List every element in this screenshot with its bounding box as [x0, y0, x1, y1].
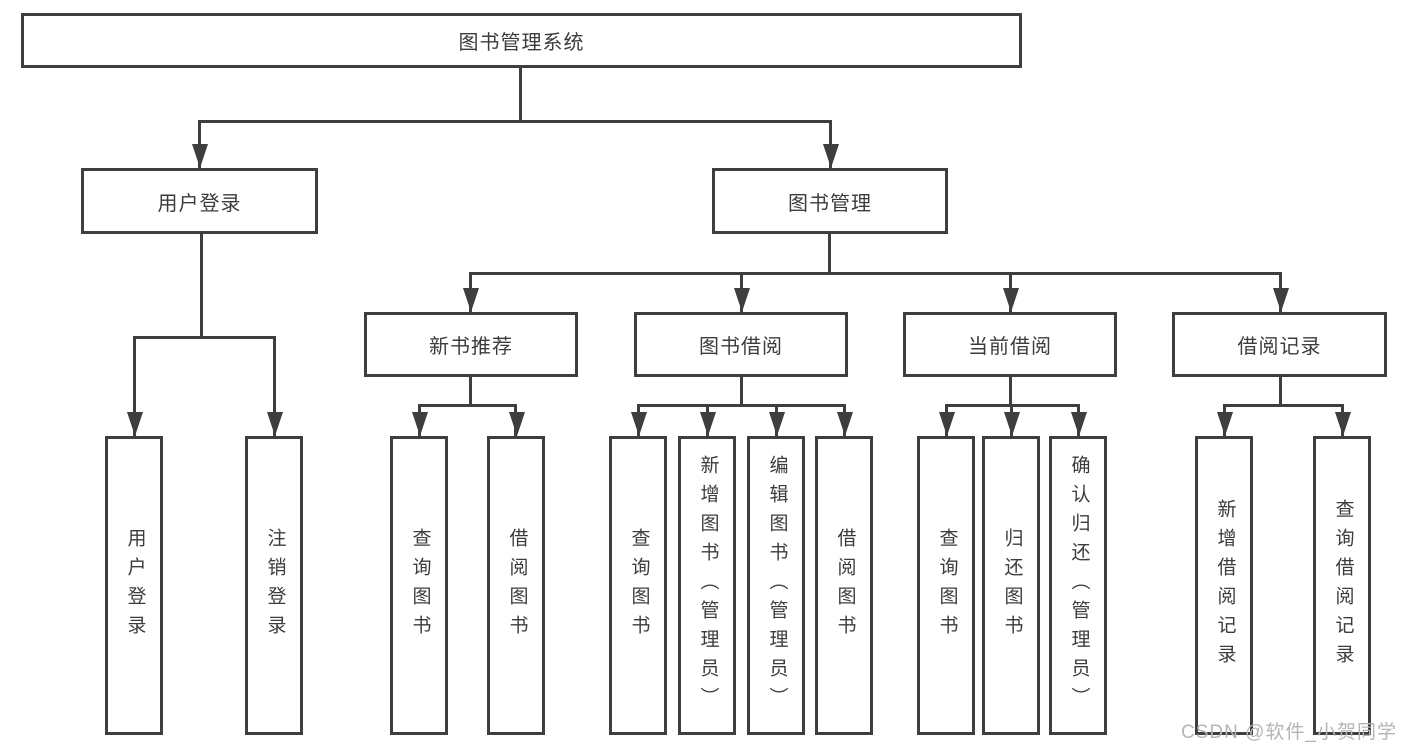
arrow-down-icon: [1335, 412, 1351, 436]
node-borrowing-records: 借阅记录: [1172, 312, 1387, 377]
node-label: 图书借阅: [699, 336, 783, 358]
node-label: 新书推荐: [429, 336, 513, 358]
connector-line: [273, 336, 276, 436]
leaf-label: 新增借阅记录: [1214, 498, 1236, 673]
node-label: 图书管理: [788, 192, 872, 215]
leaf-user-login: 用户登录: [105, 436, 163, 735]
connector-line: [828, 234, 831, 272]
leaf-label: 归还图书: [1001, 527, 1023, 644]
connector-line: [1009, 377, 1012, 404]
arrow-down-icon: [412, 412, 428, 436]
arrow-down-icon: [1003, 288, 1019, 312]
node-book-management: 图书管理: [712, 168, 948, 234]
leaf-query-borrow-record: 查询借阅记录: [1313, 436, 1371, 735]
leaf-label: 借阅图书: [834, 527, 856, 644]
arrow-down-icon: [127, 412, 143, 436]
arrow-down-icon: [734, 288, 750, 312]
leaf-label: 确认归还（管理员）: [1068, 455, 1090, 716]
arrow-down-icon: [1004, 412, 1020, 436]
arrow-down-icon: [1217, 412, 1233, 436]
connector-line: [418, 404, 517, 407]
node-user-login: 用户登录: [81, 168, 318, 234]
arrow-down-icon: [823, 144, 839, 168]
connector-line: [198, 120, 832, 123]
leaf-label: 查询图书: [628, 527, 650, 644]
connector-line: [1223, 404, 1344, 407]
connector-line: [200, 234, 203, 336]
arrow-down-icon: [463, 288, 479, 312]
leaf-label: 编辑图书（管理员）: [766, 455, 788, 716]
connector-line: [469, 272, 1281, 275]
connector-line: [133, 336, 136, 436]
arrow-down-icon: [700, 412, 716, 436]
arrow-down-icon: [1273, 288, 1289, 312]
node-book-borrowing: 图书借阅: [634, 312, 848, 377]
node-label: 用户登录: [157, 192, 242, 215]
node-label: 图书管理系统: [458, 32, 585, 54]
node-new-book-recommendation: 新书推荐: [364, 312, 578, 377]
leaf-label: 注销登录: [264, 527, 286, 644]
leaf-label: 查询图书: [409, 527, 431, 644]
connector-line: [637, 404, 846, 407]
leaf-label: 用户登录: [124, 527, 146, 644]
leaf-logout: 注销登录: [245, 436, 303, 735]
leaf-add-books-admin: 新增图书（管理员）: [678, 436, 736, 735]
leaf-label: 查询图书: [936, 527, 958, 644]
leaf-confirm-return-admin: 确认归还（管理员）: [1049, 436, 1107, 735]
connector-line: [1279, 377, 1282, 404]
leaf-query-books-current: 查询图书: [917, 436, 975, 735]
leaf-label: 查询借阅记录: [1332, 498, 1354, 673]
arrow-down-icon: [769, 412, 785, 436]
leaf-query-books-borrowing: 查询图书: [609, 436, 667, 735]
leaf-return-books: 归还图书: [982, 436, 1040, 735]
arrow-down-icon: [1071, 412, 1087, 436]
arrow-down-icon: [837, 412, 853, 436]
arrow-down-icon: [509, 412, 525, 436]
leaf-label: 借阅图书: [506, 527, 528, 644]
node-label: 当前借阅: [968, 336, 1052, 358]
connector-line: [133, 336, 275, 339]
leaf-borrow-books-borrowing: 借阅图书: [815, 436, 873, 735]
node-current-borrowing: 当前借阅: [903, 312, 1117, 377]
leaf-add-borrow-record: 新增借阅记录: [1195, 436, 1253, 735]
connector-line: [469, 377, 472, 404]
leaf-label: 新增图书（管理员）: [697, 455, 719, 716]
arrow-down-icon: [631, 412, 647, 436]
leaf-query-books-recommend: 查询图书: [390, 436, 448, 735]
leaf-edit-books-admin: 编辑图书（管理员）: [747, 436, 805, 735]
arrow-down-icon: [939, 412, 955, 436]
leaf-borrow-books-recommend: 借阅图书: [487, 436, 545, 735]
connector-line: [740, 377, 743, 404]
csdn-watermark: CSDN @软件_小贺同学: [1181, 722, 1397, 743]
arrow-down-icon: [267, 412, 283, 436]
connector-line: [519, 68, 522, 120]
arrow-down-icon: [192, 144, 208, 168]
node-label: 借阅记录: [1237, 336, 1322, 358]
node-library-management-system: 图书管理系统: [21, 13, 1022, 68]
